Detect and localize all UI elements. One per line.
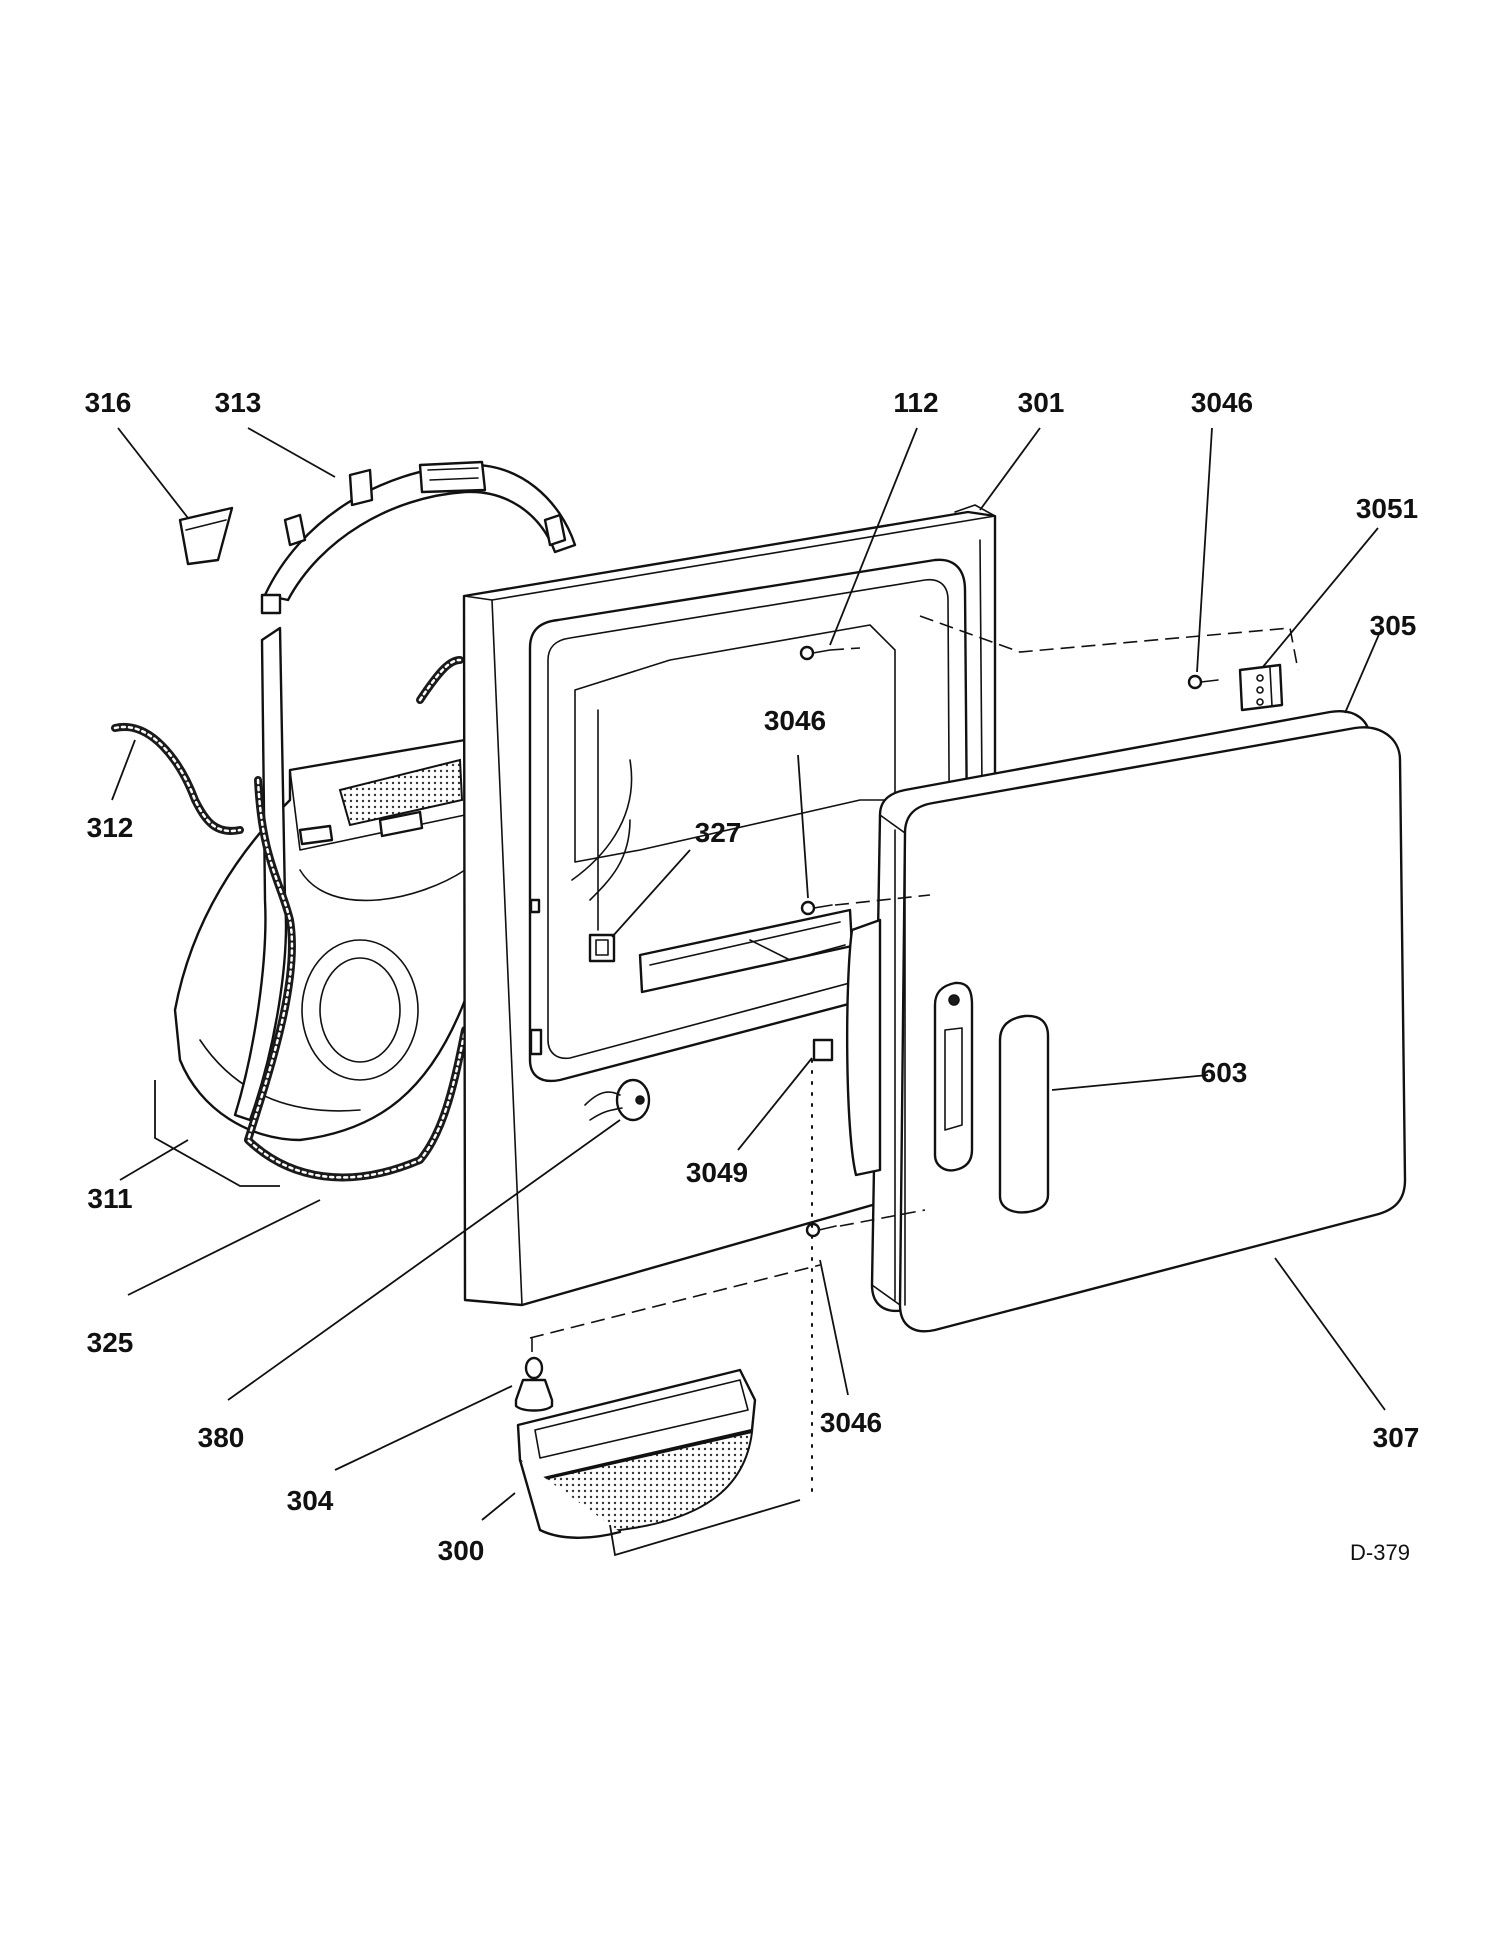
hinge-3051 [1238, 663, 1284, 712]
screw-3046-top [1187, 674, 1219, 690]
duct-top-arc-313 [260, 460, 577, 615]
lint-filter-300 [516, 1368, 757, 1539]
leveling-foot-304 [514, 1356, 554, 1412]
leader-lines [111, 427, 1386, 1521]
callout-3046-low: 3046 [820, 1407, 882, 1438]
drawing-code: D-379 [1350, 1540, 1410, 1565]
door-handle-603 [933, 981, 1050, 1214]
callout-301: 301 [1018, 387, 1065, 418]
callout-327: 327 [695, 817, 742, 848]
screw-3046-lower [805, 1222, 837, 1238]
rubber-gasket-325 [233, 626, 469, 1182]
callout-3046-top: 3046 [1191, 387, 1253, 418]
callout-3049: 3049 [686, 1157, 748, 1188]
drum-front-duct-311 [173, 738, 467, 1142]
callout-325: 325 [87, 1327, 134, 1358]
door-strike-3049 [812, 1038, 834, 1062]
callout-3051: 3051 [1356, 493, 1418, 524]
callout-305: 305 [1370, 610, 1417, 641]
callout-312: 312 [87, 812, 134, 843]
callout-380: 380 [198, 1422, 245, 1453]
rubber-seal-312 [111, 656, 464, 835]
alignment-lines [154, 615, 1299, 1557]
callout-labels: 316 313 112 301 3046 3051 305 3046 327 3… [85, 387, 1420, 1566]
callout-313: 313 [215, 387, 262, 418]
callout-304: 304 [287, 1485, 334, 1516]
callout-300: 300 [438, 1535, 485, 1566]
screw-112 [799, 645, 831, 661]
callout-603: 603 [1201, 1057, 1248, 1088]
door-outer-307 [845, 726, 1407, 1333]
label-strip-316 [178, 506, 234, 566]
callout-316: 316 [85, 387, 132, 418]
switch-knob-380 [584, 1078, 651, 1122]
callout-307: 307 [1373, 1422, 1420, 1453]
callout-112: 112 [893, 387, 938, 418]
callout-3046-mid: 3046 [764, 705, 826, 736]
screw-3046-middle [800, 900, 833, 916]
door-switch-327 [588, 933, 616, 963]
callout-311: 311 [87, 1183, 132, 1214]
